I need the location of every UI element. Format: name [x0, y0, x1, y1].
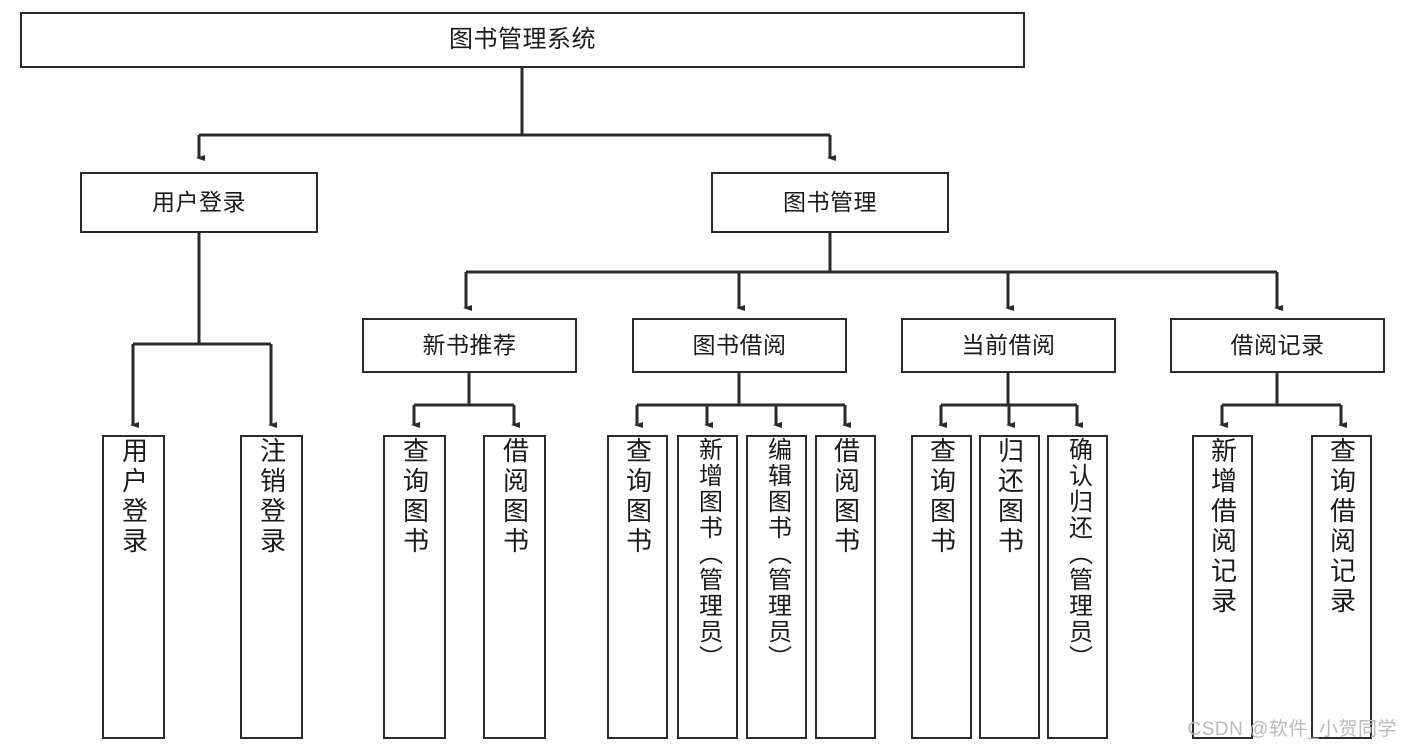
node-root-book-management-system[interactable]: 图书管理系统	[20, 12, 1025, 68]
node-current-borrowing[interactable]: 当前借阅	[901, 318, 1116, 373]
node-label: 注销登录	[256, 437, 287, 557]
leaf-query-book-borrow[interactable]: 查询图书	[607, 435, 668, 739]
node-label: 图书管理	[783, 189, 877, 216]
leaf-return-book[interactable]: 归还图书	[979, 435, 1040, 739]
leaf-borrow-book[interactable]: 借阅图书	[815, 435, 876, 739]
node-label: 借阅记录	[1230, 332, 1325, 359]
csdn-watermark: CSDN @软件_小贺同学	[1187, 719, 1397, 740]
leaf-query-book-recommend[interactable]: 查询图书	[383, 435, 446, 739]
node-label: 查询图书	[399, 437, 430, 557]
leaf-add-borrow-record[interactable]: 新增借阅记录	[1192, 435, 1253, 739]
leaf-edit-book-admin[interactable]: 编辑图书（管理员）	[746, 435, 807, 739]
node-new-book-recommendation[interactable]: 新书推荐	[362, 318, 577, 373]
leaf-add-book-admin[interactable]: 新增图书（管理员）	[677, 435, 738, 739]
node-label: 新书推荐	[422, 332, 517, 359]
node-label: 新增图书（管理员）	[694, 437, 722, 671]
node-label: 用户登录	[118, 437, 149, 557]
node-book-management[interactable]: 图书管理	[711, 172, 949, 233]
node-label: 编辑图书（管理员）	[763, 437, 791, 671]
leaf-query-borrow-record[interactable]: 查询借阅记录	[1311, 435, 1372, 739]
leaf-query-book-current[interactable]: 查询图书	[911, 435, 972, 739]
node-label: 当前借阅	[961, 332, 1056, 359]
node-label: 查询借阅记录	[1326, 437, 1357, 617]
node-label: 借阅图书	[499, 437, 530, 557]
leaf-borrow-book-recommend[interactable]: 借阅图书	[483, 435, 546, 739]
node-user-login[interactable]: 用户登录	[80, 172, 318, 233]
node-borrowing-record[interactable]: 借阅记录	[1170, 318, 1385, 373]
node-label: 确认归还（管理员）	[1064, 437, 1092, 671]
leaf-user-login[interactable]: 用户登录	[102, 435, 165, 739]
node-book-borrowing[interactable]: 图书借阅	[632, 318, 847, 373]
node-label: 归还图书	[994, 437, 1025, 557]
leaf-logout[interactable]: 注销登录	[240, 435, 303, 739]
node-label: 新增借阅记录	[1207, 437, 1238, 617]
node-label: 图书借阅	[692, 332, 787, 359]
node-label: 借阅图书	[830, 437, 861, 557]
node-label: 查询图书	[926, 437, 957, 557]
leaf-confirm-return-admin[interactable]: 确认归还（管理员）	[1047, 435, 1108, 739]
node-label: 图书管理系统	[449, 26, 596, 54]
node-label: 用户登录	[152, 189, 246, 216]
node-label: 查询图书	[622, 437, 653, 557]
